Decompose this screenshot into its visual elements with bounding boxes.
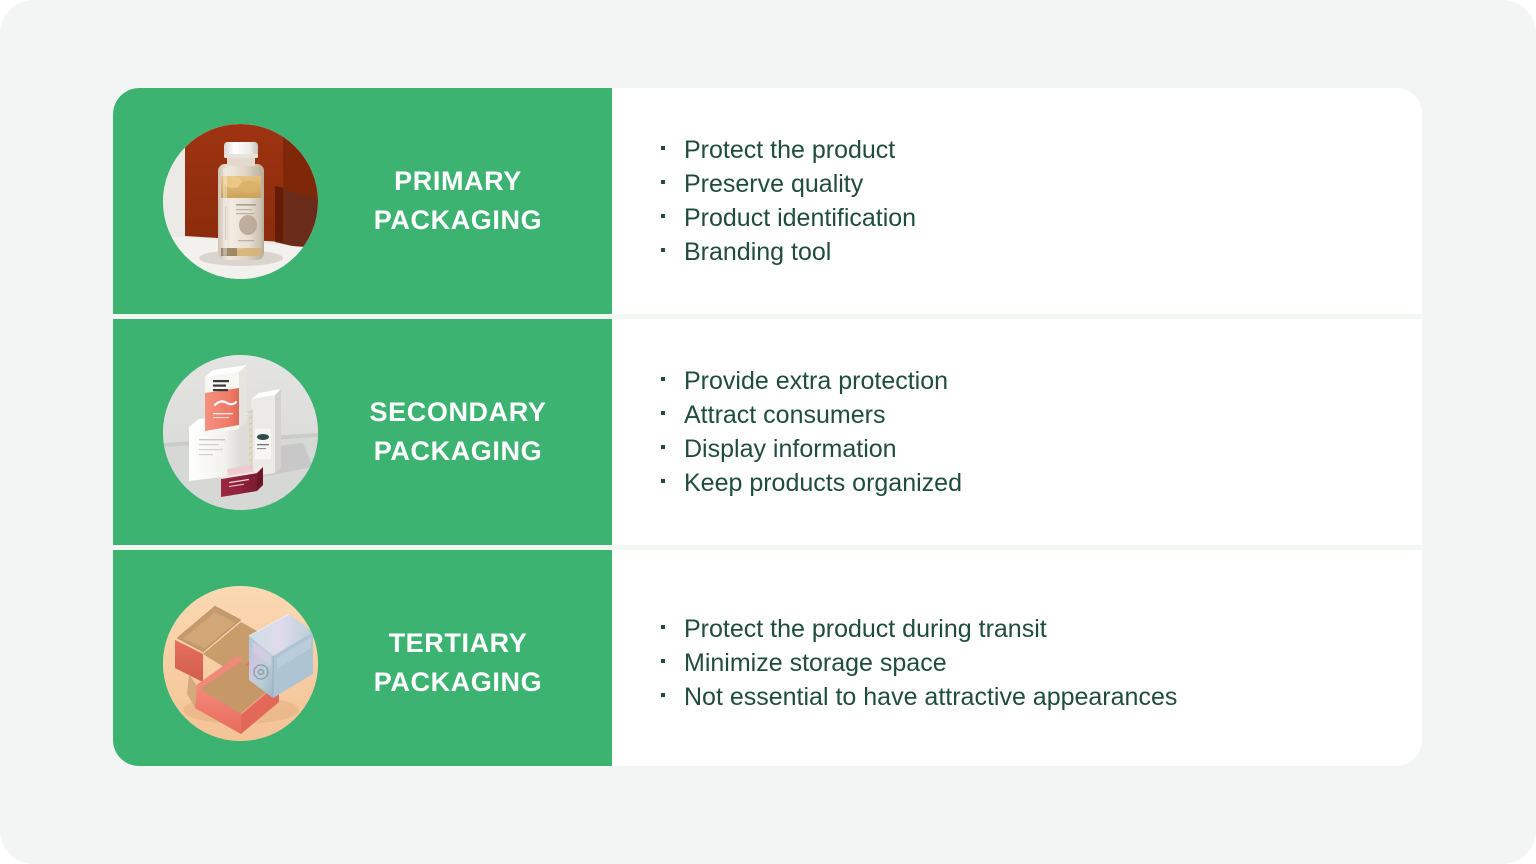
row-label-panel-secondary: SECONDARY PACKAGING [113,319,612,545]
packaging-comparison-card: PRIMARY PACKAGING Protect the product Pr… [113,88,1422,766]
list-item: Protect the product [657,133,916,167]
list-item: Display information [657,432,962,466]
row-bullets-primary: Protect the product Preserve quality Pro… [612,88,1422,314]
row-title-primary: PRIMARY PACKAGING [373,165,543,235]
list-item-label: Protect the product during transit [684,615,1047,643]
bullet-dot-icon [661,625,665,629]
row-bullets-tertiary: Protect the product during transit Minim… [612,550,1422,766]
secondary-packaging-photo [163,354,318,510]
row-title-secondary: SECONDARY PACKAGING [369,396,547,466]
list-item-label: Keep products organized [684,469,962,497]
row-title-tertiary: TERTIARY PACKAGING [373,627,543,697]
list-item-label: Not essential to have attractive appeara… [684,683,1178,711]
list-item: Not essential to have attractive appeara… [657,680,1177,714]
bullet-dot-icon [661,411,665,415]
list-item-label: Product identification [684,204,917,232]
bullet-dot-icon [661,377,665,381]
list-item-label: Provide extra protection [684,367,949,395]
bullet-dot-icon [661,146,665,150]
list-item: Attract consumers [657,398,962,432]
tertiary-packaging-illustration [163,585,318,741]
list-item-label: Display information [684,435,897,463]
bullet-list: Protect the product during transit Minim… [657,612,1177,714]
row-bullets-secondary: Provide extra protection Attract consume… [612,319,1422,545]
bullet-dot-icon [661,180,665,184]
list-item: Protect the product during transit [657,612,1177,646]
bullet-dot-icon [661,214,665,218]
secondary-packaging-illustration [163,354,318,510]
list-item: Minimize storage space [657,646,1177,680]
bullet-dot-icon [661,445,665,449]
bullet-list: Protect the product Preserve quality Pro… [657,133,916,269]
row-divider [113,545,1422,550]
list-item: Provide extra protection [657,364,962,398]
tertiary-packaging-photo [163,585,318,741]
bullet-dot-icon [661,693,665,697]
list-item-label: Minimize storage space [684,649,947,677]
table-row: SECONDARY PACKAGING Provide extra protec… [113,319,1422,545]
bullet-dot-icon [661,248,665,252]
primary-packaging-photo [163,123,318,279]
primary-packaging-illustration [163,123,318,279]
table-row: PRIMARY PACKAGING Protect the product Pr… [113,88,1422,314]
row-label-panel-primary: PRIMARY PACKAGING [113,88,612,314]
list-item-label: Preserve quality [684,170,864,198]
bullet-list: Provide extra protection Attract consume… [657,364,962,500]
list-item-label: Branding tool [684,238,832,266]
bullet-dot-icon [661,479,665,483]
list-item-label: Attract consumers [684,401,886,429]
bullet-dot-icon [661,659,665,663]
row-label-panel-tertiary: TERTIARY PACKAGING [113,550,612,766]
table-row: TERTIARY PACKAGING Protect the product d… [113,550,1422,766]
list-item: Preserve quality [657,167,916,201]
list-item: Keep products organized [657,466,962,500]
list-item: Branding tool [657,235,916,269]
list-item-label: Protect the product [684,136,896,164]
list-item: Product identification [657,201,916,235]
row-divider [113,314,1422,319]
